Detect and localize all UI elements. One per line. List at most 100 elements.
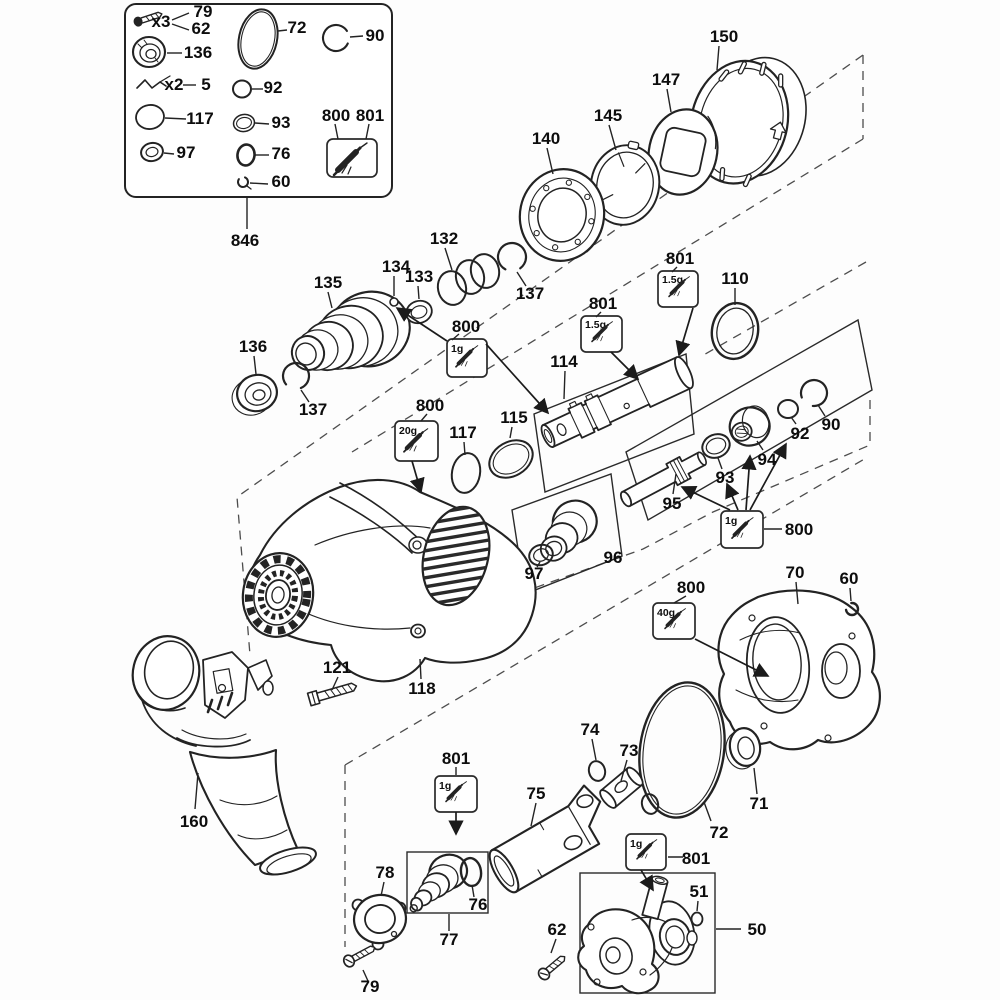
piston-cup-94	[728, 405, 771, 447]
callout-800-kit: 800	[322, 106, 350, 125]
kit-bearing-136	[131, 35, 167, 69]
callout-140: 140	[532, 129, 560, 148]
spindle-collar-teeth	[241, 552, 315, 638]
callout-121: 121	[323, 658, 351, 677]
callout-132: 132	[430, 229, 458, 248]
callout-92-kit: 92	[264, 78, 283, 97]
seal-110	[710, 301, 760, 361]
callout-79: 79	[361, 977, 380, 996]
pin-73	[599, 766, 644, 809]
clamp-78	[351, 893, 408, 951]
kit-seal-97	[140, 141, 164, 163]
callout-labels: x3 79 62 136 x2 5 117 97 72 90 92 93 76 …	[152, 2, 859, 996]
callout-800-20g: 800	[416, 396, 444, 415]
arrow-800-to-93	[725, 482, 740, 511]
arrow-800-to-92	[749, 442, 787, 511]
clutch-group	[496, 56, 807, 273]
ring-74	[587, 760, 607, 782]
piston-group	[450, 301, 760, 494]
callout-74: 74	[581, 720, 600, 739]
arrow-801-to-piston-mid	[610, 351, 640, 381]
callout-801-kit: 801	[356, 106, 384, 125]
callout-846: 846	[231, 231, 259, 250]
crank-assembly	[577, 875, 698, 995]
kit-clip-60	[237, 176, 252, 190]
bearing-71	[725, 727, 762, 770]
callout-90: 90	[822, 415, 841, 434]
screw-62	[537, 955, 566, 981]
grease-box-1g-striker: 1g	[720, 510, 764, 549]
arrow-801-to-piston-rear	[675, 307, 694, 357]
callout-160: 160	[180, 812, 208, 831]
callout-76-kit: 76	[272, 144, 291, 163]
callout-72-kit: 72	[288, 18, 307, 37]
crank-flange	[577, 908, 660, 995]
grease-box-1-5g-mid: 1.5g	[580, 315, 623, 353]
callout-117-kit: 117	[186, 109, 213, 128]
callout-145: 145	[594, 106, 622, 125]
callout-800-1g: 800	[452, 317, 480, 336]
arrow-20g-to-housing	[409, 460, 425, 494]
callout-114: 114	[550, 352, 578, 371]
arrow-800-to-piston-tip	[485, 343, 550, 415]
crank-box-50	[579, 872, 716, 994]
callout-97: 97	[525, 564, 544, 583]
callout-135: 135	[314, 273, 342, 292]
callout-136-spindle: 136	[239, 337, 267, 356]
service-kit-box	[124, 3, 393, 229]
callout-79-kit: 79	[194, 2, 213, 21]
gear-housing-group	[241, 478, 537, 707]
callout-94: 94	[758, 450, 777, 469]
grease-amount: 1g	[451, 343, 463, 355]
callout-147: 147	[652, 70, 680, 89]
oring-72-large	[638, 681, 726, 819]
grease-amount: 1g	[725, 515, 737, 527]
arrow-801-to-crank-tube	[639, 869, 654, 892]
grease-amount: 1.5g	[585, 319, 606, 331]
ring-74b	[640, 793, 660, 815]
spindle-group	[231, 253, 501, 416]
bearing-136	[231, 373, 278, 416]
callout-801-boot: 801	[442, 749, 470, 768]
clip-60	[844, 601, 860, 617]
kit-grease-box	[326, 138, 378, 177]
crank-box-group	[537, 872, 716, 995]
piston-rings-132	[436, 253, 501, 306]
snapring-90	[799, 378, 829, 408]
clamshell-group	[638, 589, 881, 819]
boot-box-77	[406, 851, 489, 914]
callout-62-kit: 62	[192, 19, 211, 38]
grease-box-1g-boot: 1g	[434, 775, 478, 813]
callout-77: 77	[440, 930, 459, 949]
arrow-40g-to-70	[694, 638, 770, 677]
callout-92: 92	[791, 424, 810, 443]
callout-75: 75	[527, 784, 546, 803]
kit-snapring-90	[321, 23, 351, 53]
oring-76	[459, 856, 483, 888]
callout-97-kit: 97	[177, 143, 196, 162]
screw-121	[306, 682, 358, 707]
callout-72: 72	[710, 823, 729, 842]
grease-arrows	[395, 307, 787, 892]
boot-77	[409, 853, 469, 913]
clutch-plate-147	[646, 108, 719, 196]
screw-79	[342, 945, 376, 968]
callout-150: 150	[710, 27, 738, 46]
grease-amount: 20g	[399, 425, 417, 437]
callout-800-striker: 800	[785, 520, 813, 539]
ring-93	[701, 433, 731, 459]
arrow-800-to-95	[680, 485, 731, 511]
kit-screw-icon	[133, 11, 163, 27]
callout-133: 133	[405, 267, 433, 286]
callout-115: 115	[500, 408, 527, 427]
kit-clip-5	[136, 75, 171, 89]
ram-96	[539, 499, 598, 562]
snapring-137-clutch	[496, 241, 528, 273]
ring-92	[777, 399, 799, 419]
callout-800-40g: 800	[677, 578, 705, 597]
oring-117	[450, 452, 482, 494]
striker-pin-95	[619, 451, 707, 508]
callout-70: 70	[786, 563, 805, 582]
callout-qty-x2: x2	[165, 75, 184, 94]
